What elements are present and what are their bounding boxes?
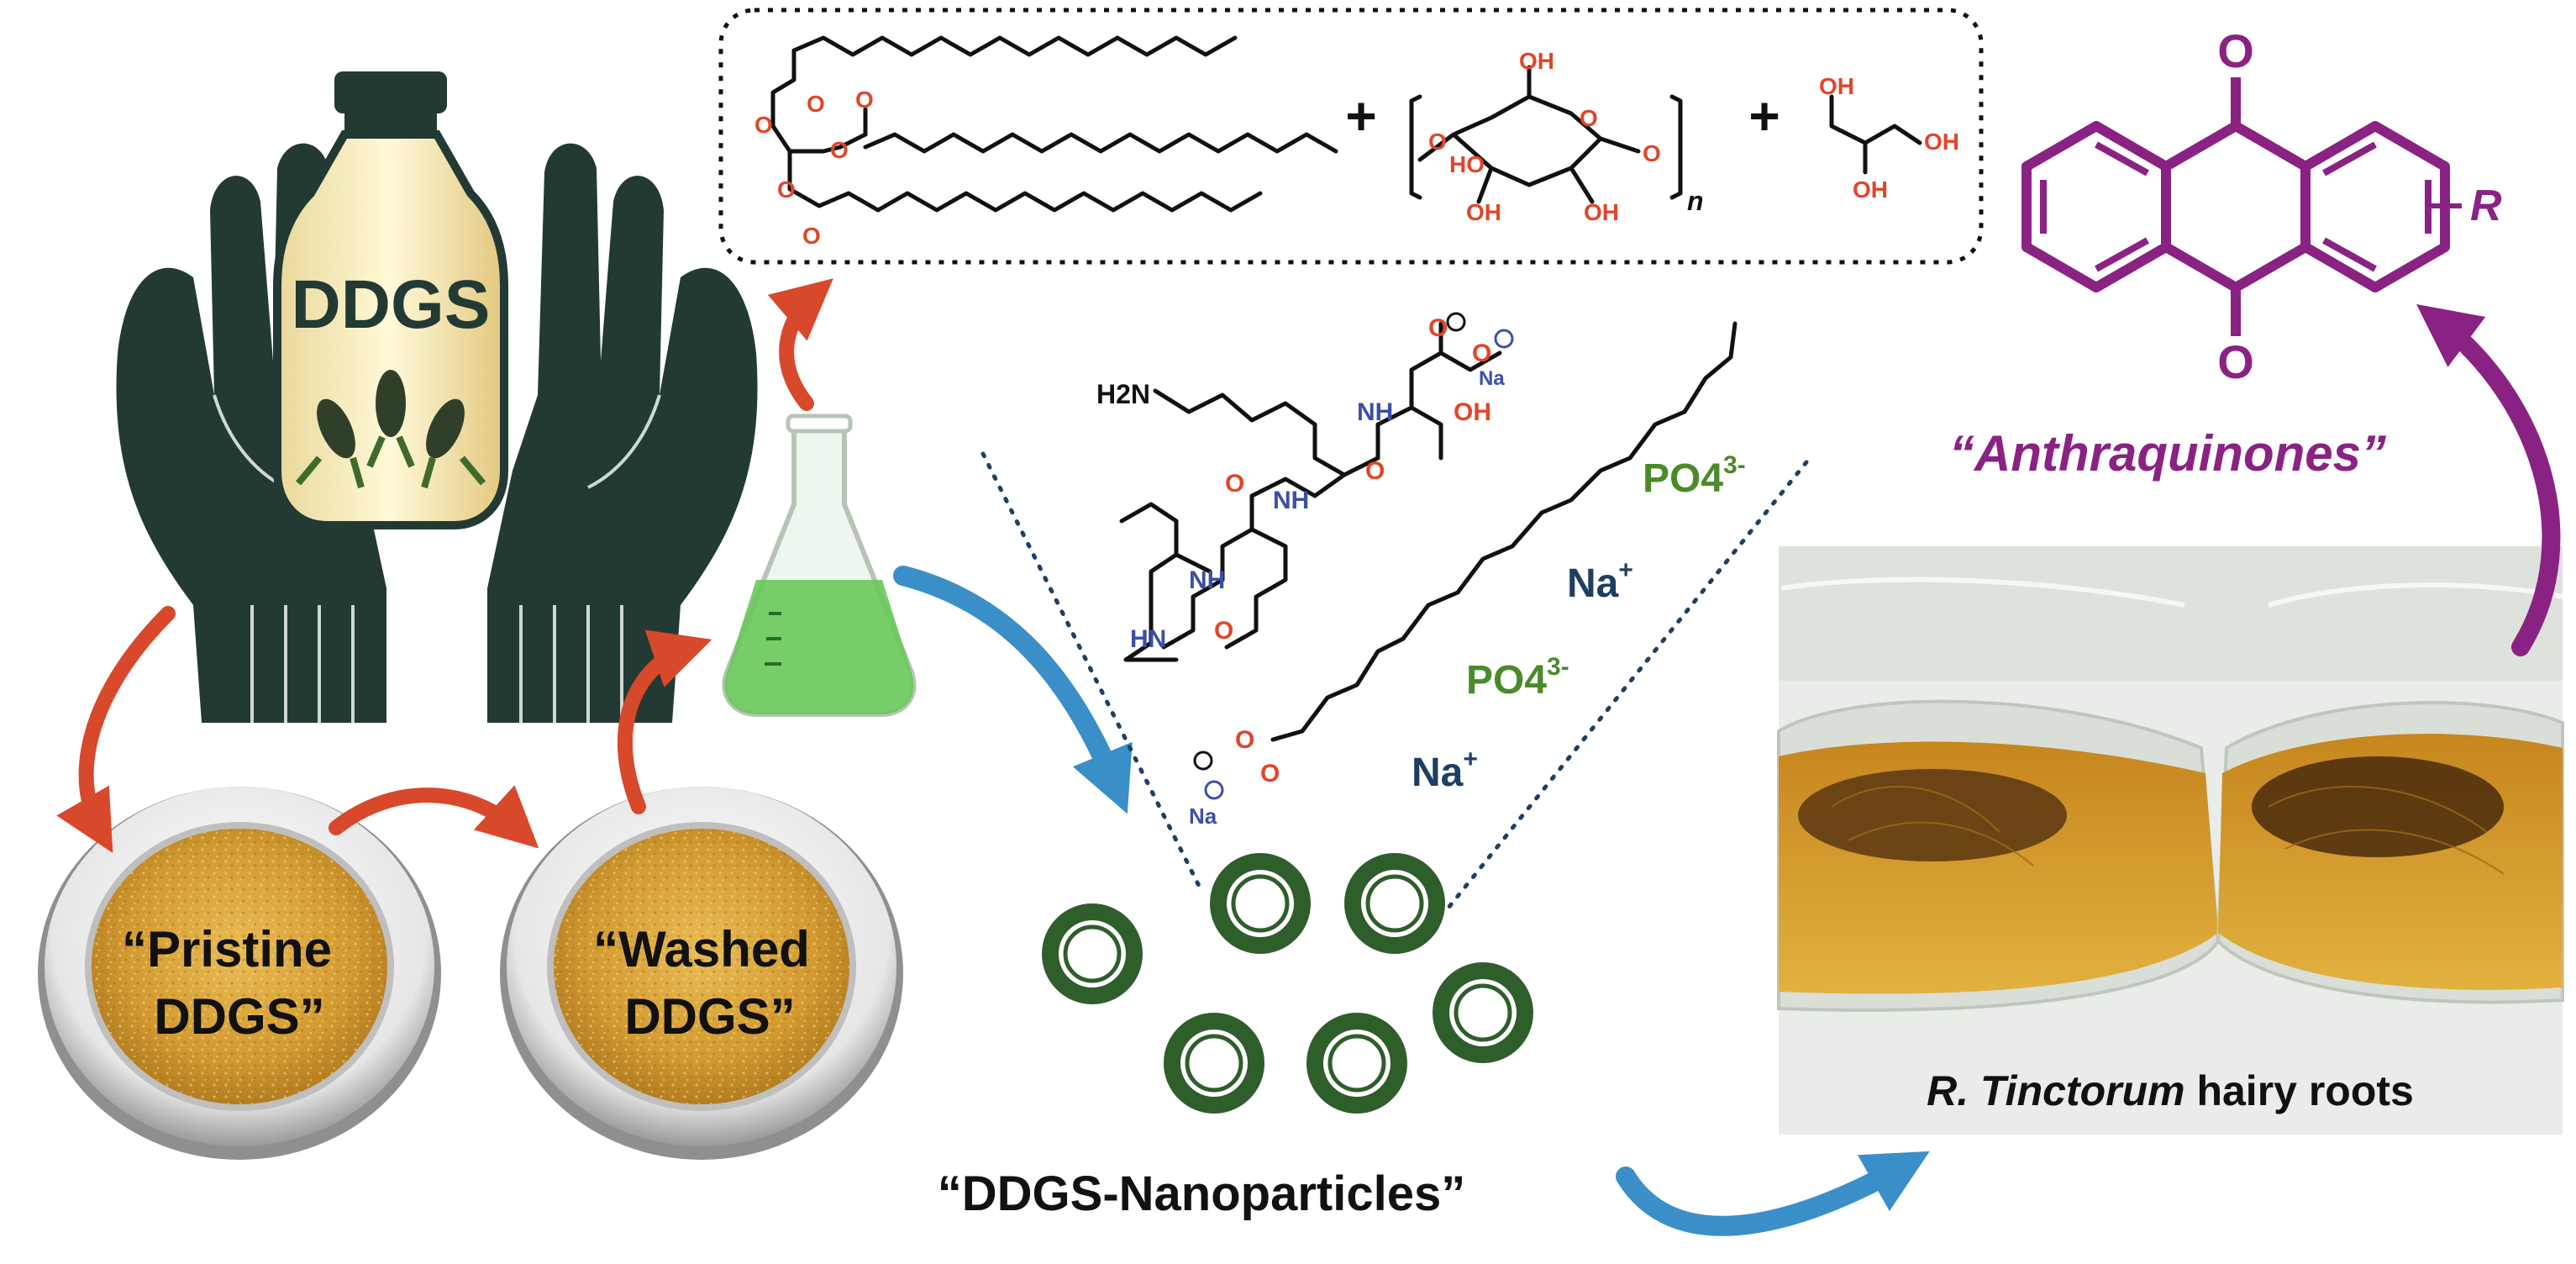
- nanoparticles-label: “DDGS-Nanoparticles”: [938, 1167, 1465, 1221]
- nanoparticle-icon: [1164, 1013, 1264, 1114]
- bottle-label: DDGS: [292, 266, 491, 343]
- petri-dish-washed: “Washed DDGS”: [500, 787, 903, 1160]
- lipid-components-box: O O O O O O + OH O O HO OH OH O n + OH O…: [718, 8, 1984, 265]
- ion-labels: PO43- Na+ PO43- Na+: [1412, 451, 1746, 795]
- petri-dish-pristine: “Pristine DDGS”: [38, 787, 441, 1160]
- atom-o-4: O: [830, 137, 849, 163]
- atom-o-amide-2: O: [1225, 470, 1244, 498]
- nanoparticle-icon: [1344, 853, 1445, 954]
- anthraquinone-o-bottom: O: [2217, 335, 2254, 388]
- atom-o-2: O: [807, 91, 825, 117]
- nanoparticle-icon: [1210, 853, 1311, 954]
- anthraquinones-label: “Anthraquinones”: [1949, 425, 2386, 482]
- atom-o-fa-1: O: [1235, 726, 1254, 754]
- glucose-o-left: O: [1428, 129, 1447, 155]
- nanoparticle-icon: [1042, 903, 1143, 1004]
- glycerol-oh-1: OH: [1819, 73, 1854, 99]
- hairy-roots-caption: R. Tinctorum hairy roots: [1927, 1067, 2414, 1114]
- atom-o-5: O: [777, 176, 796, 203]
- atom-nh-2: NH: [1273, 487, 1309, 514]
- atom-na-1: Na: [1479, 367, 1505, 390]
- atom-nh-1: NH: [1357, 398, 1393, 426]
- atom-o-amide-3: O: [1214, 617, 1233, 645]
- glycerol-oh-2: OH: [1924, 129, 1959, 155]
- flask-icon: [722, 413, 917, 717]
- arrow-washed-to-flask: [618, 629, 712, 814]
- atom-hn: HN: [1130, 625, 1166, 653]
- atom-na-2: Na: [1189, 803, 1217, 829]
- pristine-label-line2: DDGS”: [154, 988, 324, 1045]
- arrow-flask-to-lipids: [767, 278, 833, 411]
- anthraquinone-o-top: O: [2217, 24, 2254, 77]
- glucose-oh-bottom-2: OH: [1584, 199, 1619, 225]
- ion-po4-2: PO43-: [1466, 653, 1569, 703]
- atom-h2n: H2N: [1096, 379, 1150, 409]
- arrow-nanoparticles-to-roots: [1616, 1151, 1930, 1236]
- atom-oh-serine: OH: [1454, 398, 1491, 426]
- glycerol-oh-3: OH: [1853, 176, 1888, 203]
- atom-o-6: O: [802, 223, 821, 249]
- atom-o-fa-2: O: [1260, 760, 1280, 787]
- zoom-funnel: [980, 451, 1809, 914]
- arrow-roots-to-anthraquinones: [2416, 304, 2561, 656]
- glucose-o-right: O: [1643, 140, 1661, 166]
- glucose-oh-bottom-1: OH: [1466, 199, 1501, 225]
- pristine-label-line1: “Pristine: [122, 921, 332, 977]
- glucose-ho: HO: [1449, 151, 1485, 177]
- anthraquinone-structure: O O R “Anthraquinones”: [1949, 24, 2502, 482]
- atom-o-1: O: [754, 112, 773, 138]
- r-group-label: R: [2470, 182, 2502, 230]
- photo-flasks: R. Tinctorum hairy roots: [1777, 546, 2564, 1135]
- arrow-hands-to-pristine: [56, 606, 176, 854]
- atom-nh-3: NH: [1189, 566, 1225, 594]
- plus-sign-1: +: [1345, 86, 1376, 146]
- atom-o-minus: O: [1472, 340, 1491, 367]
- glucose-o-ring: O: [1580, 105, 1598, 131]
- washed-label-line2: DDGS”: [624, 988, 795, 1045]
- glucose-oh-top: OH: [1519, 48, 1554, 74]
- ion-na-2: Na+: [1412, 745, 1478, 795]
- nanoparticle-icon: [1306, 1013, 1407, 1114]
- arrow-flask-to-nanoparticles: [893, 566, 1133, 814]
- subscript-n: n: [1687, 186, 1704, 216]
- atom-o-3: O: [855, 87, 874, 113]
- plus-sign-2: +: [1748, 86, 1780, 146]
- blue-arrows: [893, 566, 1930, 1236]
- nanoparticle-cluster: [1042, 853, 1533, 1114]
- atom-o-amide-1: O: [1365, 457, 1385, 485]
- ion-na-1: Na+: [1567, 556, 1633, 606]
- fatty-acid-structure: O O Na: [1189, 321, 1737, 829]
- atom-o-carboxyl: O: [1428, 314, 1448, 342]
- washed-label-line1: “Washed: [593, 921, 810, 977]
- red-arrows: [56, 278, 833, 854]
- corn-icon: [295, 370, 486, 489]
- peptide-structure: H2N NH NH NH HN O O Na OH O O O: [1096, 312, 1514, 662]
- nanoparticle-icon: [1433, 962, 1533, 1063]
- ion-po4-1: PO43-: [1643, 451, 1746, 501]
- arrow-pristine-to-washed: [329, 785, 539, 849]
- bottle-icon: DDGS: [273, 71, 508, 529]
